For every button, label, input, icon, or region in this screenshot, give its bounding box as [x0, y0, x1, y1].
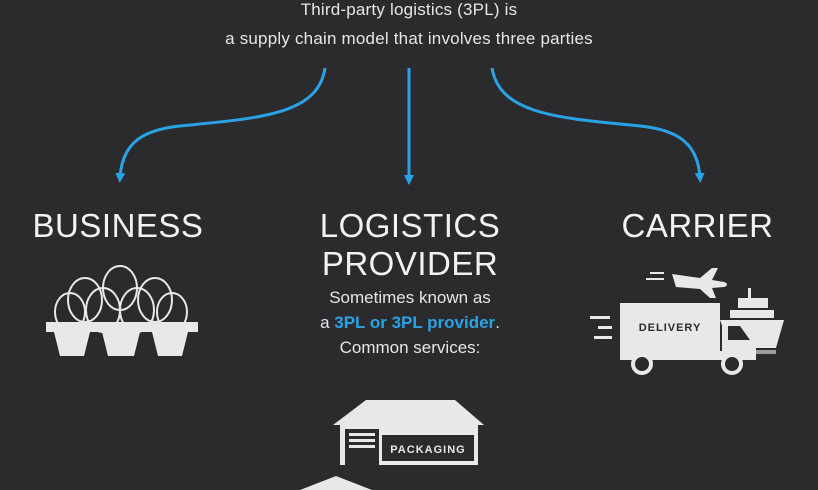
heading-logistics-line-2: PROVIDER — [321, 245, 499, 282]
packaging-label: PACKAGING — [390, 444, 465, 456]
intro-line-2: a supply chain model that involves three… — [225, 29, 593, 48]
airplane-icon — [646, 268, 727, 298]
heading-logistics-line-1: LOGISTICS — [319, 207, 501, 244]
desc-prefix: a — [320, 313, 335, 332]
desc-highlight-3pl: 3PL or 3PL provider — [334, 313, 496, 332]
logistics-desc-line-1: Sometimes known as — [329, 288, 491, 307]
egg-carton-icon — [46, 265, 198, 356]
logistics-desc-line-3: Common services: — [339, 338, 481, 357]
heading-carrier: CARRIER — [621, 207, 774, 244]
heading-business: BUSINESS — [32, 207, 204, 244]
logistics-desc-line-2: a 3PL or 3PL provider. — [270, 310, 550, 335]
arrow-to-business — [115, 67, 327, 183]
heading-logistics-provider: LOGISTICS PROVIDER — [290, 207, 530, 283]
delivery-label: DELIVERY — [639, 322, 702, 334]
arrow-to-carrier — [490, 67, 705, 183]
intro-line-1: Third-party logistics (3PL) is — [300, 0, 518, 19]
desc-suffix: . — [495, 313, 500, 332]
delivery-truck-icon: DELIVERY — [590, 303, 756, 375]
warehouse-icon: PACKAGING — [300, 400, 484, 490]
